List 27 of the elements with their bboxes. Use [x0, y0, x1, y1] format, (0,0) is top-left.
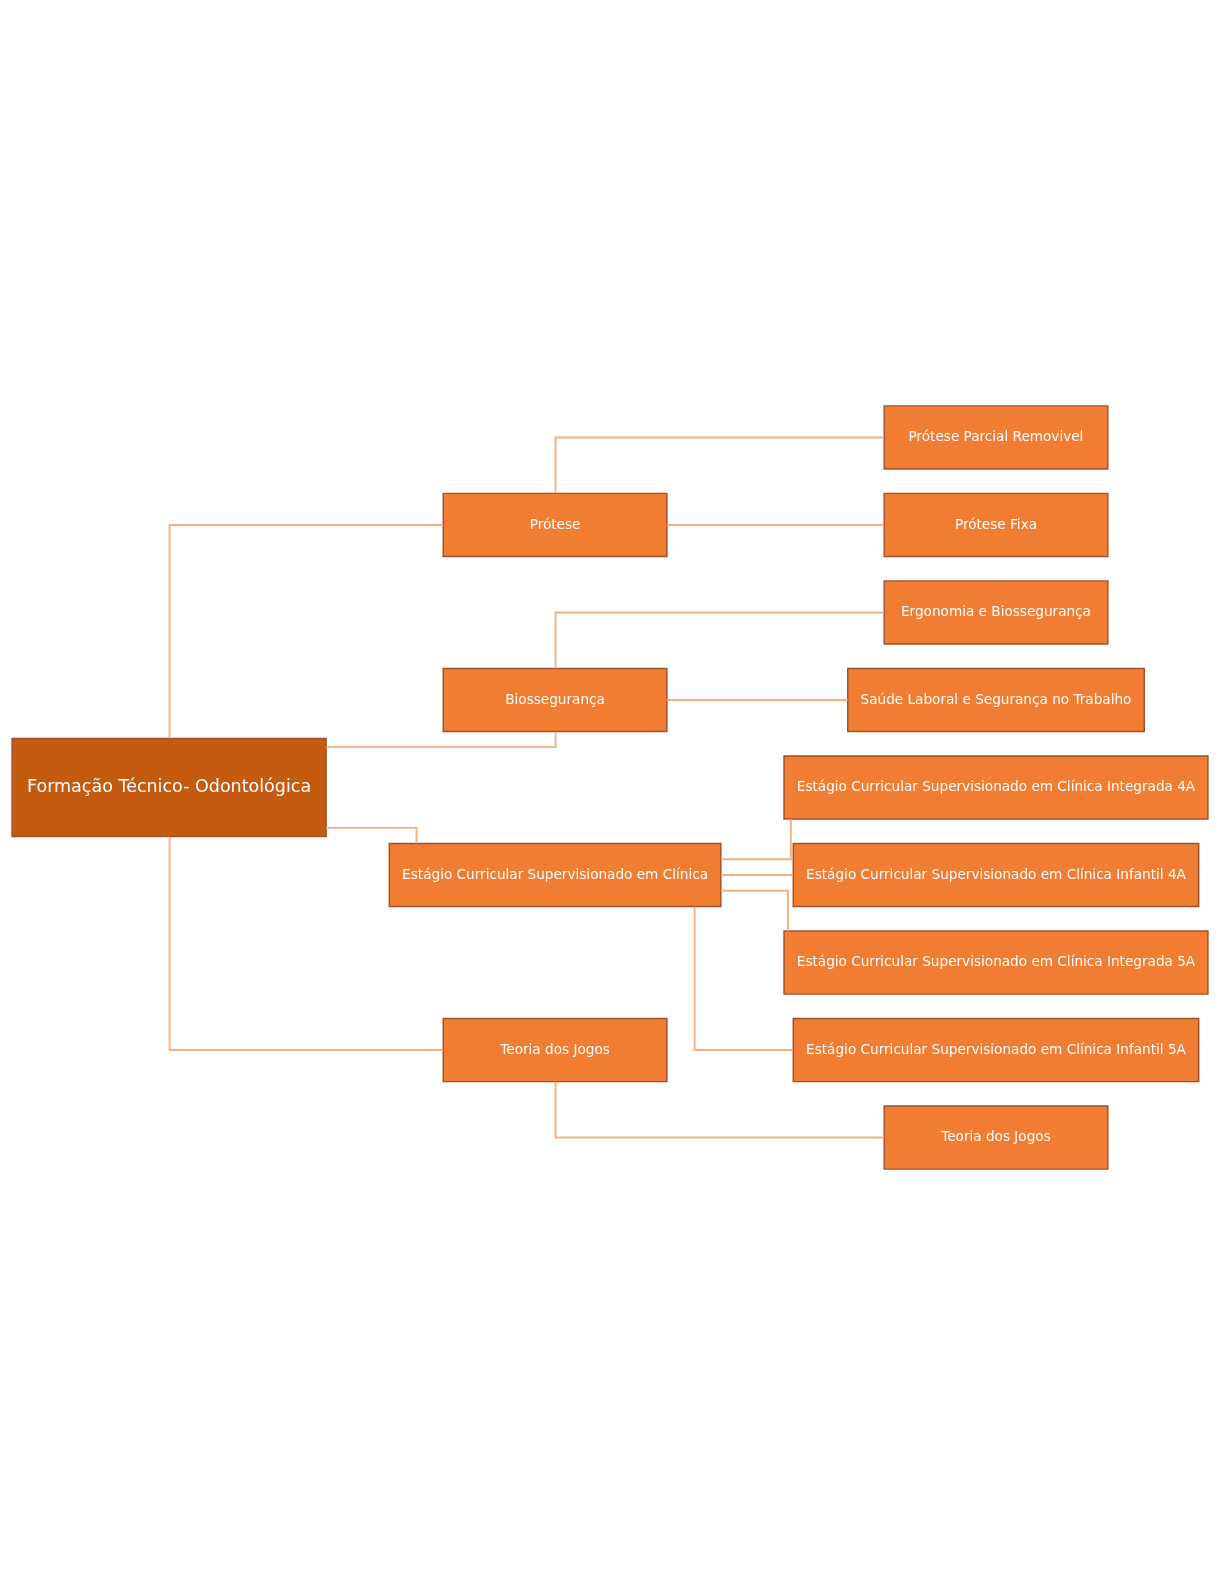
- connector: [554, 611, 885, 670]
- node-box: Teoria dos Jogos: [883, 1105, 1109, 1170]
- node-box: Formação Técnico- Odontológica: [11, 737, 327, 838]
- node-box: Prótese: [442, 492, 668, 558]
- node-box: Saúde Laboral e Segurança no Trabalho: [847, 667, 1145, 733]
- connector: [554, 1080, 885, 1139]
- connector: [665, 524, 885, 526]
- connector: [325, 730, 557, 749]
- connector: [719, 889, 789, 932]
- connector: [168, 524, 444, 740]
- node-box: Biossegurança: [442, 667, 668, 733]
- node-box: Estágio Curricular Supervisionado em Clínica Integrada 5A: [783, 930, 1209, 995]
- connector: [168, 835, 444, 1051]
- node-box: Teoria dos Jogos: [442, 1017, 668, 1083]
- connector: [720, 874, 794, 876]
- connector: [325, 826, 418, 845]
- node-box: Estágio Curricular Supervisionado em Clínica Infantil 4A: [792, 842, 1200, 908]
- node-box: Prótese Fixa: [883, 492, 1109, 558]
- connector: [693, 905, 794, 1051]
- node-box: Estágio Curricular Supervisionado em Clínica Integrada 4A: [783, 755, 1209, 820]
- connector: [720, 818, 792, 861]
- node-box: Estágio Curricular Supervisionado em Clínica: [388, 842, 722, 908]
- node-box: Estágio Curricular Supervisionado em Clínica Infantil 5A: [792, 1017, 1200, 1083]
- node-box: Prótese Parcial Removivel: [883, 405, 1109, 470]
- connector: [665, 699, 849, 701]
- node-box: Ergonomia e Biossegurança: [883, 580, 1109, 645]
- connector: [554, 436, 885, 495]
